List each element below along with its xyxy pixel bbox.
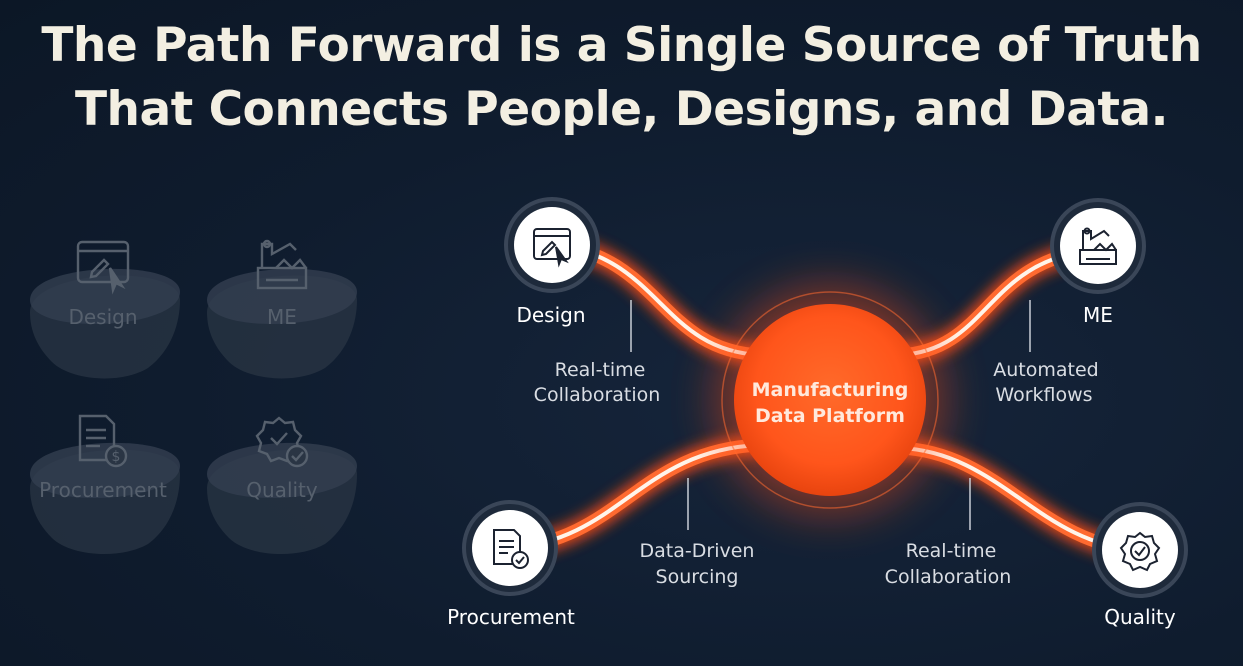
silo-me: ME	[207, 239, 357, 379]
factory-robot-icon	[1079, 227, 1117, 265]
silo-design: Design	[30, 240, 180, 379]
hub-label-line-1: Manufacturing	[752, 379, 909, 401]
silo-blob-top	[30, 268, 180, 324]
silo-procurement: $ Procurement	[30, 414, 180, 555]
hub-label-line-2: Data Platform	[755, 405, 905, 427]
design-window-icon	[533, 228, 571, 268]
hub: Manufacturing Data Platform	[715, 285, 945, 515]
quality-badge-icon	[1119, 531, 1161, 572]
connection-label-line-1: Real-time	[906, 540, 997, 562]
title-line-2: That Connects People, Designs, and Data.	[75, 82, 1169, 137]
node-label: ME	[1083, 303, 1113, 327]
connection-label-line-2: Collaboration	[534, 384, 661, 406]
silo-label: Design	[68, 305, 137, 329]
hub-circle	[734, 304, 926, 496]
node-label: Design	[516, 303, 585, 327]
node-label: Procurement	[447, 605, 575, 629]
node-procurement: Procurement	[447, 500, 575, 629]
node-design: Design	[504, 197, 600, 327]
quality-badge-icon	[255, 416, 309, 468]
silo-blob-top	[207, 442, 357, 498]
node-label: Quality	[1104, 605, 1176, 629]
silo-blob-top	[207, 268, 357, 324]
node-me: ME	[1050, 198, 1146, 327]
connection-label-line-2: Collaboration	[885, 566, 1012, 588]
connection-label-design: Real-time Collaboration	[534, 359, 661, 406]
connection-label-line-1: Automated	[993, 359, 1098, 381]
invoice-dollar-icon: $	[78, 414, 128, 468]
silo-quality: Quality	[207, 416, 357, 555]
leader-lines	[630, 300, 1031, 530]
connection-label-me: Automated Workflows	[993, 359, 1098, 406]
silo-label: Procurement	[39, 478, 167, 502]
connection-label-line-1: Data-Driven	[640, 540, 755, 562]
svg-text:$: $	[112, 449, 121, 465]
connection-label-procurement: Data-Driven Sourcing	[640, 540, 755, 588]
page-title: The Path Forward is a Single Source of T…	[0, 14, 1243, 142]
document-check-icon	[493, 529, 529, 569]
node-quality: Quality	[1092, 502, 1188, 629]
silo-blob-top	[30, 442, 180, 498]
connection-label-quality: Real-time Collaboration	[885, 540, 1012, 588]
connection-label-line-2: Sourcing	[656, 566, 739, 588]
factory-robot-icon	[256, 239, 308, 290]
connection-label-line-2: Workflows	[995, 384, 1092, 406]
silo-label: Quality	[246, 478, 318, 502]
connection-label-line-1: Real-time	[555, 359, 646, 381]
silo-label: ME	[267, 305, 297, 329]
title-line-1: The Path Forward is a Single Source of T…	[41, 18, 1202, 73]
design-window-icon	[76, 240, 130, 295]
